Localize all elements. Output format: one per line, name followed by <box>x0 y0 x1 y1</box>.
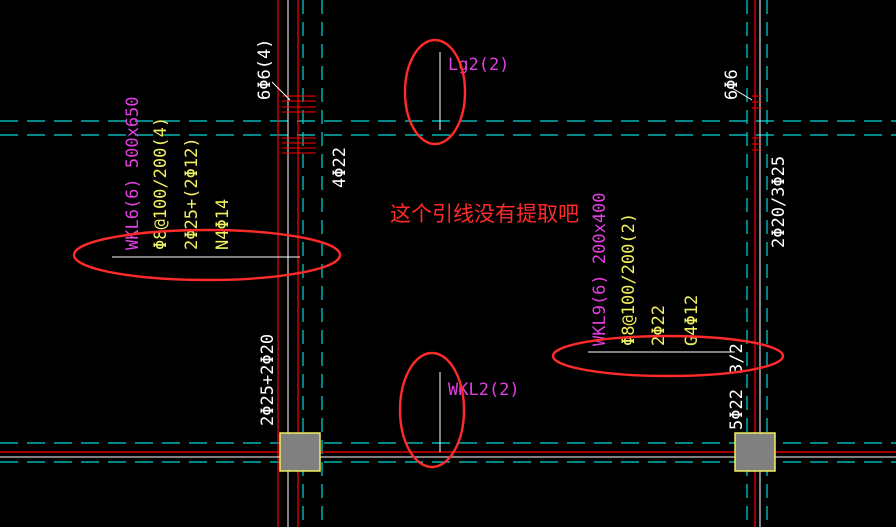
right-lower-label-a: 5Φ22 <box>727 389 747 430</box>
wkl9-label-group[interactable]: WKL9(6) 200x400 <box>590 192 610 346</box>
highlight-wkl6 <box>72 228 342 282</box>
right-support-rebar <box>752 95 762 151</box>
right-lower-label-b: 3/2 <box>727 343 747 374</box>
left-support-rebar <box>282 95 316 154</box>
wkl6-side: N4Φ14 <box>213 199 233 250</box>
left-support-top-label: 6Φ6(4) <box>255 39 275 100</box>
wkl6-name: WKL6(6) 500x650 <box>123 96 143 250</box>
annotation-note: 这个引线没有提取吧 <box>390 202 579 226</box>
highlight-lg2 <box>403 38 467 146</box>
column-left[interactable] <box>279 432 321 472</box>
wkl9-top: 2Φ22 <box>649 305 669 346</box>
wkl6-top-bottom: 2Φ25+(2Φ12) <box>182 137 202 250</box>
left-column-span-label: 2Φ25+2Φ20 <box>258 334 278 426</box>
highlight-wkl2 <box>398 351 466 469</box>
wkl6-stirrup: Φ8@100/200(4) <box>151 117 171 250</box>
highlight-ellipses <box>72 38 785 469</box>
wkl6-label-group[interactable]: WKL6(6) 500x650 <box>123 96 143 250</box>
right-support-top-label: 6Φ6 <box>722 69 742 100</box>
wkl9-stirrup: Φ8@100/200(2) <box>619 213 639 346</box>
right-support-mid-label: 2Φ20/3Φ25 <box>769 156 789 248</box>
leader-lines <box>112 52 753 452</box>
wkl9-side: G4Φ12 <box>682 295 702 346</box>
highlight-wkl9 <box>551 334 785 378</box>
beam-label-wkl2[interactable]: WKL2(2) <box>448 380 520 400</box>
left-support-bottom-label: 4Φ22 <box>330 147 350 188</box>
column-right[interactable] <box>734 432 776 472</box>
wkl9-name: WKL9(6) 200x400 <box>590 192 610 346</box>
